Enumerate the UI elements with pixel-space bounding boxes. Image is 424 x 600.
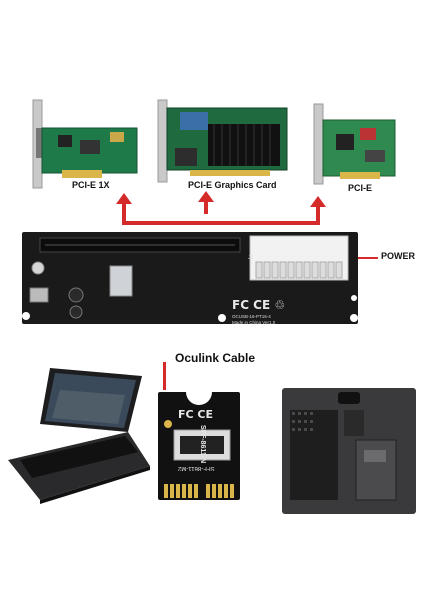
arrow-right-shaft	[316, 205, 320, 225]
arrow-middle-head	[198, 191, 214, 202]
board-model-label: OCUSB-16-PT16-4	[232, 314, 271, 319]
arrow-connector-line	[124, 221, 319, 225]
label-pcie-graphics: PCI-E Graphics Card	[188, 180, 277, 190]
label-pcie-1x: PCI-E 1X	[72, 180, 110, 190]
svg-text:FC CE: FC CE	[178, 408, 213, 421]
arrow-middle-shaft	[204, 200, 208, 214]
svg-text:FC CE ♲: FC CE ♲	[232, 298, 285, 312]
label-pcie: PCI-E	[348, 183, 373, 193]
board-made-in-label: Made in China Ver1.0	[232, 320, 276, 325]
label-oculink-cable: Oculink Cable	[175, 351, 256, 365]
arrow-right-head	[310, 196, 326, 207]
arrow-down-shaft	[163, 362, 166, 390]
label-power: POWER	[381, 251, 416, 261]
board-j2-label: J2	[248, 255, 254, 261]
arrow-left-shaft	[122, 202, 126, 225]
arrow-left-head	[116, 193, 132, 204]
